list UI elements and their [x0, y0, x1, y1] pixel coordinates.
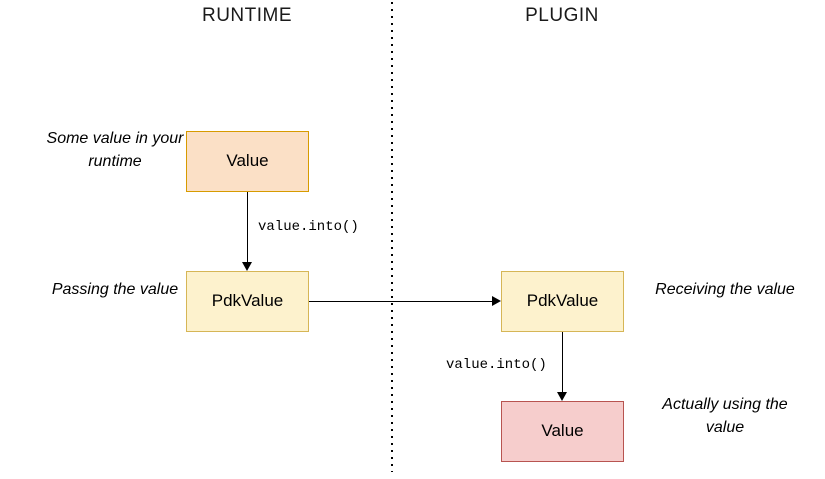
edge-label-value-into-left: value.into(): [256, 218, 361, 236]
runtime-plugin-divider: [391, 2, 393, 472]
node-plugin-value[interactable]: Value: [501, 401, 624, 462]
annotation-passing-the-value: Passing the value: [51, 281, 179, 298]
edge-runtime-value-to-runtime-pdkvalue: [246, 192, 248, 263]
annotation-receiving-the-value: Receiving the value: [655, 281, 795, 298]
arrowhead-down-icon: [242, 262, 252, 271]
column-title-plugin: PLUGIN: [525, 5, 599, 26]
annotation-some-value-in-your-runtime: Some value in your runtime: [46, 130, 184, 170]
node-plugin-pdkvalue[interactable]: PdkValue: [501, 271, 624, 332]
edge-runtime-pdkvalue-to-plugin-pdkvalue: [309, 300, 492, 302]
column-title-runtime: RUNTIME: [201, 5, 293, 26]
node-plugin-pdkvalue-label: PdkValue: [526, 291, 599, 311]
node-runtime-value[interactable]: Value: [186, 131, 309, 192]
node-runtime-value-label: Value: [226, 151, 269, 171]
node-runtime-pdkvalue[interactable]: PdkValue: [186, 271, 309, 332]
arrowhead-right-icon: [492, 296, 501, 306]
arrowhead-down-icon: [557, 392, 567, 401]
edge-plugin-pdkvalue-to-plugin-value: [561, 332, 563, 393]
annotation-actually-using-the-value: Actually using the value: [662, 396, 788, 436]
edge-label-value-into-right: value.into(): [444, 356, 549, 374]
node-runtime-pdkvalue-label: PdkValue: [211, 291, 284, 311]
node-plugin-value-label: Value: [541, 421, 584, 441]
